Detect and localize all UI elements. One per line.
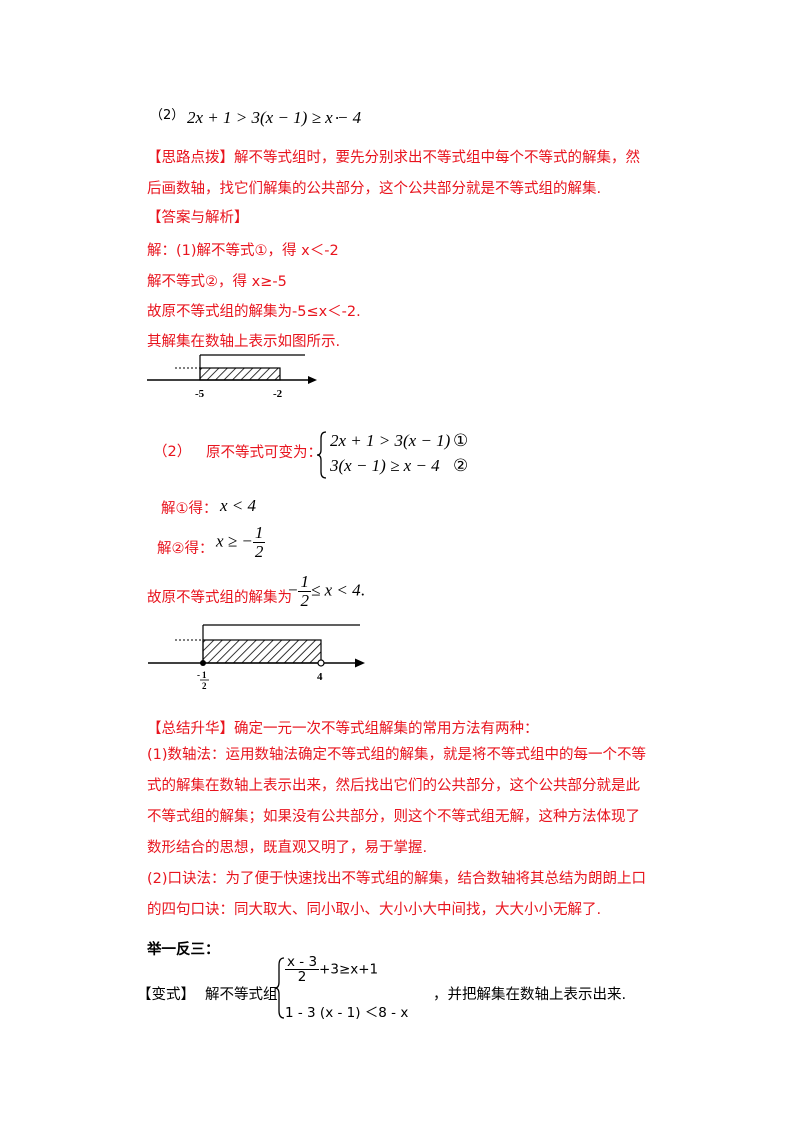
hint-text: 解不等式组时，要先分别求出不等式组中每个不等式的解集，然后画数轴，找它们解集的公…: [147, 150, 640, 197]
answer-header: 【答案与解析】: [147, 210, 249, 226]
step2-label: 解②得：: [157, 541, 214, 557]
tick-label-den: 2: [202, 681, 207, 691]
solution2-number: （2）: [153, 444, 192, 460]
mark-circled-1: ①: [453, 431, 469, 450]
tick-label-4: 4: [317, 671, 323, 683]
tick-label-minus2: -2: [273, 388, 283, 400]
summary-intro: 确定一元一次不等式组解集的常用方法有两种：: [234, 721, 539, 737]
step1-result: x < 4: [220, 496, 257, 515]
solution1-line3: 故原不等式组的解集为-5≤x＜-2.: [147, 304, 361, 320]
practice-tail: ，并把解集在数轴上表示出来.: [433, 987, 627, 1003]
system-brace: [316, 431, 327, 479]
system-equation-2: 3(x − 1) ≥ x − 4: [330, 456, 440, 475]
axis-arrow: [355, 658, 365, 668]
practice-brace: [274, 957, 285, 1019]
problem-dot: .: [335, 104, 340, 123]
summary-paragraph-1: (1)数轴法：运用数轴法确定不等式组的解集，就是将不等式组中的每一个不等式的解集…: [147, 747, 647, 856]
open-endpoint: [317, 659, 325, 667]
solution1-line1: 解：(1)解不等式①，得 x＜-2: [147, 243, 339, 259]
summary-tag: 【总结升华】: [147, 721, 234, 737]
summary-heading: 【总结升华】确定一元一次不等式组解集的常用方法有两种：: [147, 717, 539, 738]
practice-inequality-2: 1 - 3 (x - 1) ＜8 - x: [285, 1005, 409, 1021]
solution-region: [202, 639, 322, 664]
number-line-1: -5 -2: [147, 354, 317, 400]
number-line-2: - 1 2 4: [148, 624, 365, 691]
step1-label: 解①得：: [161, 501, 218, 517]
closed-endpoint: [200, 660, 206, 666]
solution-region: [199, 367, 281, 381]
problem-expression: 2x + 1 > 3(x − 1) ≥ x − 4: [187, 108, 362, 127]
summary-paragraph-2: (2)口诀法：为了便于快速找出不等式组的解集，结合数轴将其总结为朗朗上口的四句口…: [147, 871, 647, 918]
axis-arrow: [308, 376, 317, 384]
solution2-intro: 原不等式可变为：: [206, 445, 322, 461]
tick-label-num: 1: [202, 670, 207, 680]
system-equation-1: 2x + 1 > 3(x − 1): [330, 431, 451, 450]
mark-circled-2: ②: [453, 456, 469, 475]
practice-tag: 【变式】: [137, 987, 195, 1003]
conclusion-text: 故原不等式组的解集为: [147, 590, 292, 606]
problem-number: （2）: [150, 108, 185, 123]
solution1-line4: 其解集在数轴上表示如图所示.: [147, 334, 341, 350]
practice-header: 举一反三：: [147, 942, 220, 958]
practice-label: 解不等式组: [205, 987, 278, 1003]
tick-label-minus5: -5: [195, 388, 205, 400]
hint-paragraph: 【思路点拨】解不等式组时，要先分别求出不等式组中每个不等式的解集，然后画数轴，找…: [147, 143, 652, 205]
tick-label-minus: -: [197, 670, 200, 680]
hint-tag: 【思路点拨】: [147, 150, 234, 166]
solution1-line2: 解不等式②，得 x≥-5: [147, 274, 287, 290]
